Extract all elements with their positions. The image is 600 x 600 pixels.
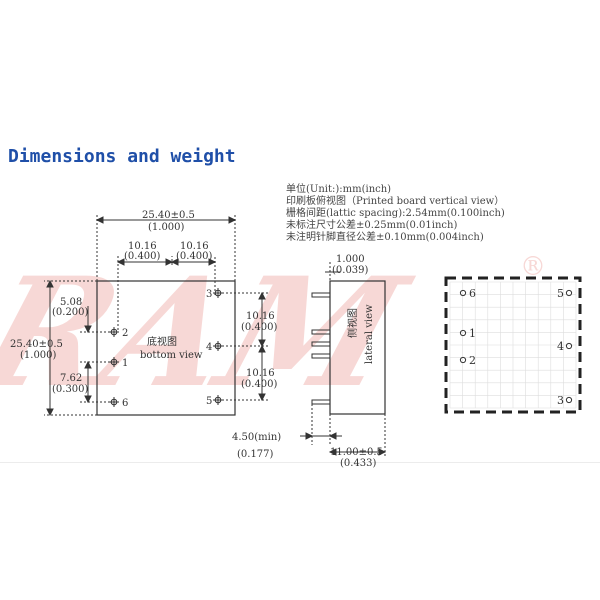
pin-label-5: 5	[206, 396, 212, 407]
side-pin-c	[311, 341, 331, 347]
pin-label-3: 3	[206, 289, 212, 300]
dim-left-gap: 10.16	[128, 241, 157, 252]
bottom-view-labels: 25.40±0.5 (1.000) 10.16 (0.400) 10.16 (0…	[10, 210, 278, 409]
dim-right-upper: 10.16	[246, 311, 275, 322]
bottom-view-outline	[96, 280, 236, 416]
dim-right-upper-in: (0.400)	[241, 322, 278, 333]
side-view-labels: 1.000 (0.039) 4.50(min) (0.177) 11.00±0.…	[232, 254, 383, 469]
pcb-pin-6	[459, 289, 467, 297]
dim-width: 25.40±0.5	[142, 210, 195, 221]
bottom-view-label-cn: 底视图	[147, 335, 177, 348]
note-printed-board: 印刷板俯视图（Printed board vertical view）	[286, 196, 505, 207]
pcb-pin-label-3: 3	[557, 394, 564, 407]
dim-width-in: (1.000)	[148, 222, 185, 233]
dim-height: 25.40±0.5	[10, 339, 63, 350]
dim-pin6-gap-in: (0.300)	[52, 384, 89, 395]
note-grid-spacing: 栅格间距(lattic spacing):2.54mm(0.100inch)	[286, 208, 505, 219]
dim-right-lower-in: (0.400)	[241, 379, 278, 390]
pin-label-1: 1	[122, 358, 128, 369]
pcb-pin-label-6: 6	[469, 287, 476, 300]
dim-right-gap-in: (0.400)	[176, 251, 213, 262]
side-view-label-cn: 侧视图	[346, 308, 359, 338]
pin-label-4: 4	[206, 342, 212, 353]
pcb-view: 6 1 2 5 4 3	[444, 276, 582, 414]
dim-right-gap: 10.16	[180, 241, 209, 252]
side-pin-b	[311, 329, 331, 335]
pcb-pin-4	[565, 342, 573, 350]
pcb-pin-5	[565, 289, 573, 297]
dim-right-lower: 10.16	[246, 368, 275, 379]
side-view	[300, 262, 387, 458]
pcb-grid	[449, 281, 577, 409]
side-pin-d	[311, 353, 331, 359]
dim-pin-length: 4.50(min)	[232, 432, 281, 443]
pin-label-2: 2	[122, 328, 128, 339]
note-unit: 单位(Unit:):mm(inch)	[286, 184, 392, 195]
side-pin-e	[311, 399, 331, 405]
pcb-pin-2	[459, 356, 467, 364]
pcb-pin-3	[565, 396, 573, 404]
pcb-pin-label-2: 2	[469, 354, 476, 367]
dim-thickness-in: (0.433)	[340, 458, 377, 469]
dim-height-in: (1.000)	[20, 350, 57, 361]
dim-pin-diameter-in: (0.039)	[332, 265, 369, 276]
pcb-outline	[444, 276, 582, 414]
pcb-pin-label-5: 5	[557, 287, 564, 300]
dim-pin6-gap: 7.62	[60, 373, 82, 384]
pcb-pin-label-4: 4	[557, 340, 564, 353]
dim-pin-diameter: 1.000	[336, 254, 365, 265]
pcb-pin-1	[459, 329, 467, 337]
page-title: Dimensions and weight	[8, 146, 236, 167]
divider-line	[0, 462, 600, 463]
bottom-view-label-en: bottom view	[140, 350, 203, 361]
note-dim-tolerance: 未标注尺寸公差±0.25mm(0.01inch)	[286, 220, 458, 231]
side-view-label-en: lateral view	[364, 304, 375, 364]
side-view-outline	[329, 280, 386, 415]
watermark-text: RAM	[0, 245, 427, 421]
dim-left-gap-in: (0.400)	[124, 251, 161, 262]
watermark-logo: RAM ®	[0, 245, 546, 421]
dim-pin2-top: 5.08	[60, 297, 82, 308]
dim-pin-length-in: (0.177)	[237, 449, 274, 460]
notes-block: 单位(Unit:):mm(inch) 印刷板俯视图（Printed board …	[286, 184, 505, 244]
note-pin-tolerance: 未注明针脚直径公差±0.10mm(0.004inch)	[286, 232, 484, 243]
bottom-view	[44, 215, 268, 417]
pcb-pin-label-1: 1	[469, 327, 476, 340]
pin-label-6: 6	[122, 398, 128, 409]
side-pin-a	[311, 292, 331, 298]
dim-pin2-top-in: (0.200)	[52, 307, 89, 318]
dim-thickness: 11.00±0.5	[330, 447, 383, 458]
